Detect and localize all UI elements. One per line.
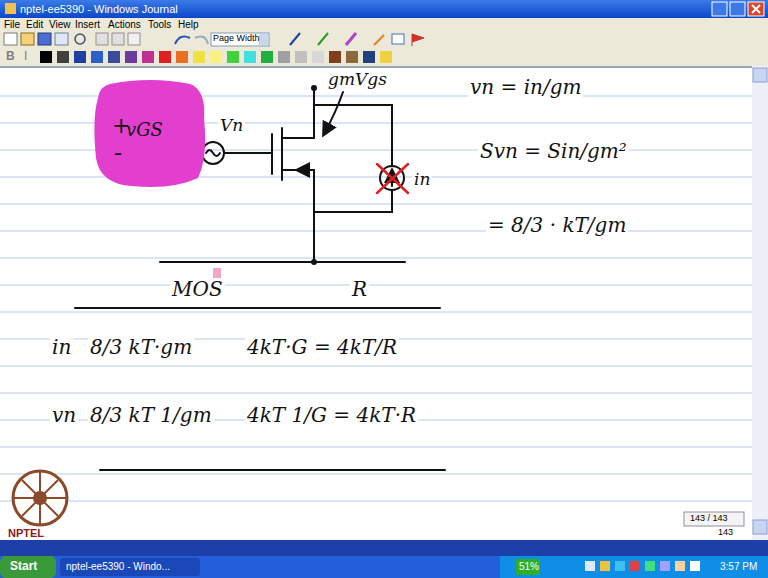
clock: 3:57 PM [720, 561, 757, 572]
start-button [0, 556, 56, 578]
noise-voltage-source [202, 142, 224, 164]
gm-arrow [324, 92, 343, 134]
equation: vn = in/gm [468, 76, 583, 98]
bold-button: B [6, 50, 15, 63]
table-rule [100, 469, 445, 471]
nptel-logo [13, 471, 67, 525]
noise-current-label: in [412, 170, 432, 189]
drain-wire [282, 88, 314, 138]
toolbar-icons [4, 33, 424, 46]
battery-label: 51% [519, 561, 539, 572]
page-number: 143 [718, 528, 733, 538]
table-cell: 4kT 1/G = 4kT·R [245, 404, 418, 426]
system-tray [500, 556, 768, 578]
color-swatches [40, 51, 392, 63]
noise-voltage-label: Vn [218, 116, 245, 135]
logo-text: NPTEL [8, 527, 44, 539]
current-source-top [314, 105, 392, 166]
scroll-up [753, 68, 767, 82]
row-heading: vn [50, 404, 78, 426]
format-toolbar [0, 48, 768, 66]
zoom-dropdown: Page Width [213, 34, 260, 44]
equation: Svn = Sin/gm² [478, 140, 629, 162]
taskbar [0, 556, 768, 578]
node-text: vGS [126, 120, 163, 140]
node-dot [311, 85, 317, 91]
close-button [748, 2, 764, 16]
start-label: Start [10, 560, 37, 573]
tray-icons [585, 561, 700, 571]
scrollbar [752, 66, 768, 540]
gate-plate [271, 134, 273, 174]
table-cell: 8/3 kT 1/gm [88, 404, 214, 426]
italic-button: I [24, 50, 27, 63]
column-heading: R [350, 278, 369, 300]
window-title: nptel-ee5390 - Windows Journal [20, 3, 178, 15]
menu-item: Help [178, 19, 199, 30]
menu-item: Tools [148, 19, 171, 30]
node-dot [311, 259, 317, 265]
task-button [60, 558, 200, 576]
ground-wire [160, 261, 405, 263]
equation: = 8/3 · kT/gm [486, 214, 628, 236]
source-arrow [298, 169, 300, 171]
maximize-button [730, 2, 745, 16]
table-rule [75, 307, 440, 309]
source-wire [282, 170, 314, 262]
menu-item: File [4, 19, 20, 30]
column-heading: MOS [170, 278, 225, 300]
scroll-down [753, 520, 767, 534]
current-source-bottom [314, 190, 392, 212]
menu-item: Edit [26, 19, 43, 30]
source-tilde [206, 150, 220, 156]
gate-wire [224, 152, 272, 154]
battery-indicator [516, 559, 540, 575]
close-glyph [752, 5, 760, 13]
table-cell: 8/3 kT·gm [88, 336, 194, 358]
page-border [0, 66, 752, 68]
task-label: nptel-ee5390 - Windo... [66, 561, 170, 572]
toolbar [0, 30, 768, 48]
menu-item: Actions [108, 19, 141, 30]
status-bar [0, 540, 768, 556]
highlight-region: +vGS- [92, 78, 208, 190]
table-cell: 4kT·G = 4kT/R [245, 336, 399, 358]
node-text: - [114, 140, 122, 166]
channel [281, 128, 283, 180]
transconductance-label: gmVgs [326, 70, 389, 89]
page-counter: 143 / 143 [690, 514, 728, 524]
row-heading: in [50, 336, 73, 358]
menu-item: View [49, 19, 71, 30]
menu-bar [0, 18, 768, 30]
menu-item: Insert [75, 19, 100, 30]
app-icon [5, 3, 16, 14]
cross-out [377, 164, 408, 193]
minimize-button [712, 2, 727, 16]
page-counter-box [684, 512, 744, 526]
title-bar [0, 0, 768, 18]
